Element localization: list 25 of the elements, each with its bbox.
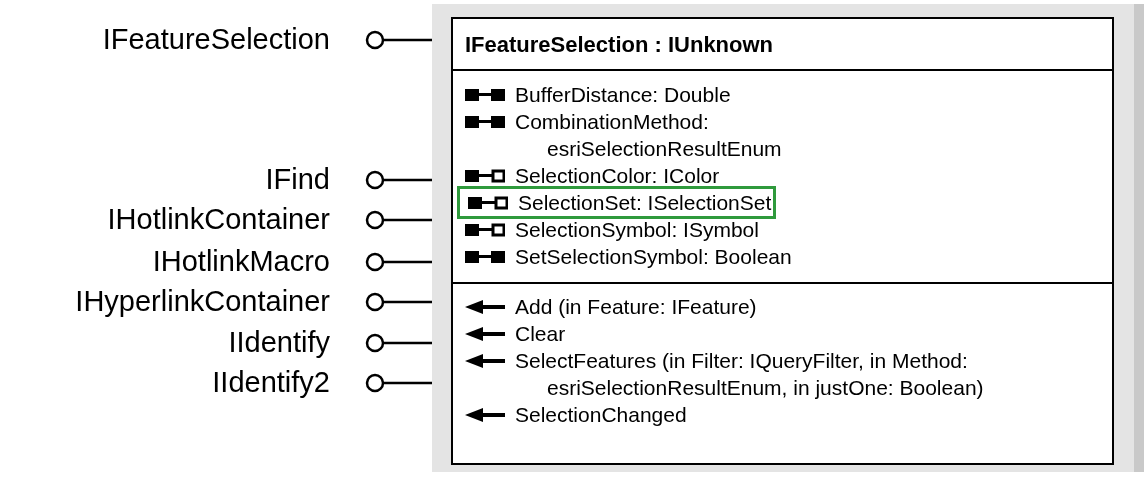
method-text: SelectionChanged — [515, 402, 687, 428]
interface-title: IFeatureSelection : IUnknown — [465, 30, 775, 59]
interface-label: IIdentify — [228, 325, 330, 361]
interface-lollipop-connector — [365, 252, 432, 272]
interface-lollipop-connector — [365, 210, 432, 230]
property-text: CombinationMethod: esriSelectionResultEnum — [515, 109, 783, 162]
method-text: SelectFeatures (in Filter: IQueryFilter, in Method: esriSelectionResultEnum, in justOne: Boolean) — [515, 348, 985, 401]
interface-label: IHyperlinkContainer — [75, 284, 330, 320]
property-text: SelectionSymbol: ISymbol — [515, 217, 759, 243]
interface-label: IFind — [265, 162, 330, 198]
interface-lollipop-connector — [365, 30, 432, 50]
interface-label: IHotlinkMacro — [152, 244, 330, 280]
interface-label: IIdentify2 — [212, 365, 330, 401]
interface-lollipop-connector — [365, 292, 432, 312]
interface-lollipop-connector — [365, 170, 432, 190]
property-text: SelectionColor: IColor — [515, 163, 720, 189]
method-text: Clear — [515, 321, 566, 347]
method-text: Add (in Feature: IFeature) — [515, 294, 757, 320]
interface-label: IHotlinkContainer — [107, 202, 330, 238]
interface-lollipop-connector — [365, 373, 432, 393]
property-text: BufferDistance: Double — [515, 82, 731, 108]
interface-lollipop-connector — [365, 333, 432, 353]
interface-label: IFeatureSelection — [102, 22, 330, 58]
property-text: SetSelectionSymbol: Boolean — [515, 244, 792, 270]
property-text: SelectionSet: ISelectionSet — [518, 190, 772, 216]
